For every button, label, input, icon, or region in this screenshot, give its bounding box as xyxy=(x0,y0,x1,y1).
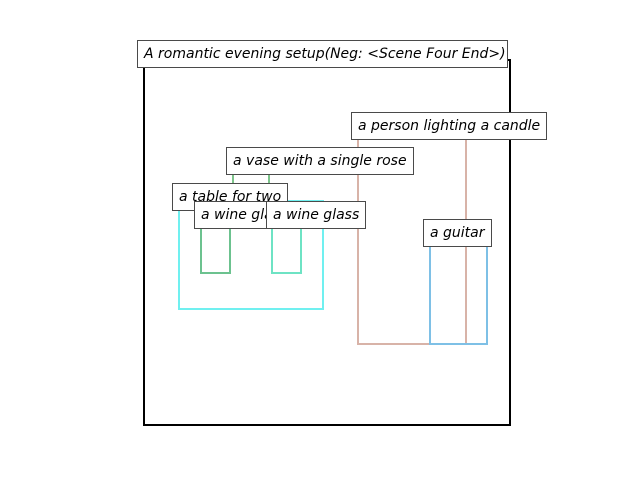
label-vase-with-rose: a vase with a single rose xyxy=(226,147,414,175)
label-wine-glass-2: a wine glass xyxy=(266,201,367,229)
label-person-lighting-candle: a person lighting a candle xyxy=(351,112,548,140)
box-guitar xyxy=(429,233,488,345)
scene-title: A romantic evening setup(Neg: <Scene Fou… xyxy=(137,40,508,68)
label-guitar: a guitar xyxy=(423,219,492,247)
